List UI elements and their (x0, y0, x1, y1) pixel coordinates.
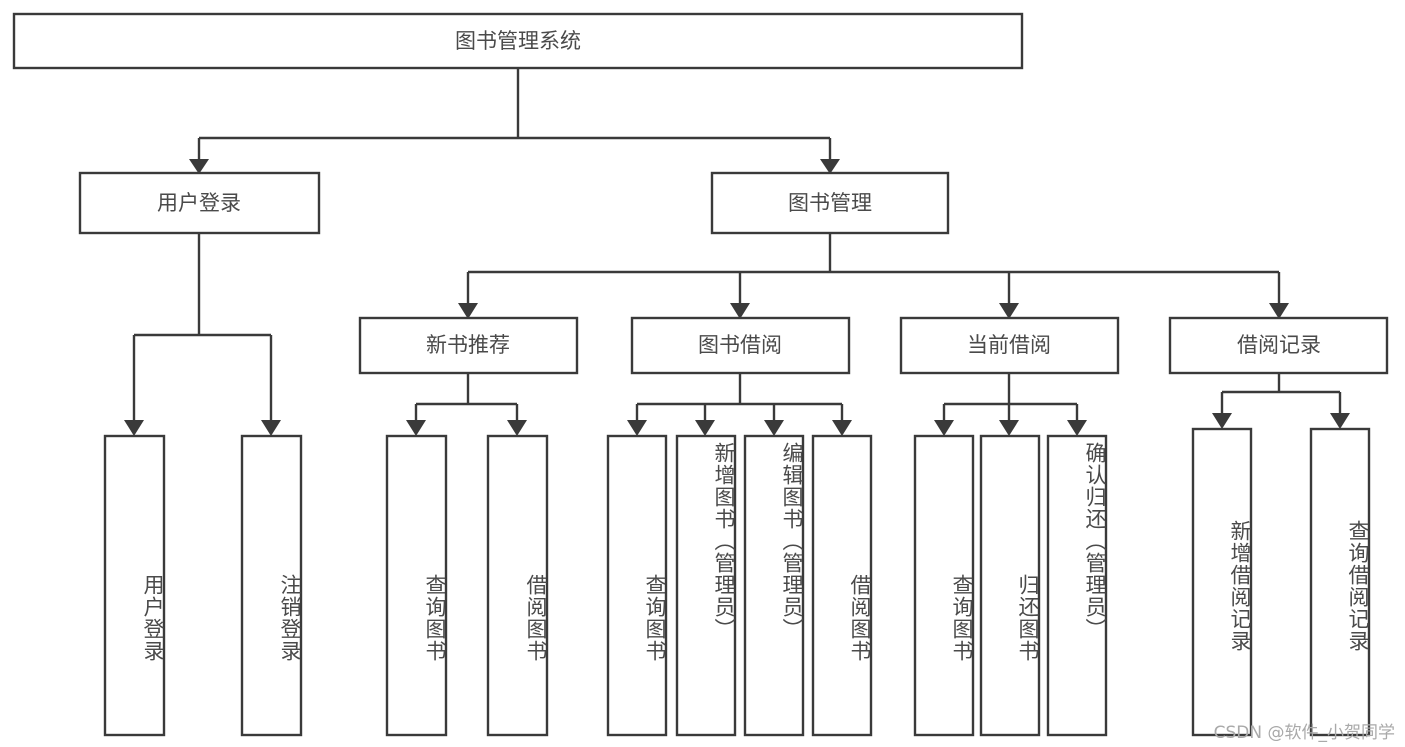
arrow-icon (934, 420, 954, 436)
node-book-borrow-label: 图书借阅 (698, 333, 782, 357)
arrow-icon (832, 420, 852, 436)
arrow-icon (1269, 303, 1289, 319)
connector-bookborrow-to-leaves (627, 373, 852, 436)
arrow-icon (458, 303, 478, 319)
node-root[interactable] (12, 12, 1024, 70)
arrow-icon (999, 303, 1019, 319)
connector-userlogin-to-leaves (124, 232, 281, 436)
arrow-icon (695, 420, 715, 436)
leaf-box-edit-book-admin[interactable] (743, 434, 805, 737)
node-book-management-label: 图书管理 (788, 191, 872, 215)
leaf-box-confirm-return-admin[interactable] (1046, 434, 1108, 737)
leaf-box-query-book-1[interactable] (385, 434, 448, 737)
connector-root-to-level2 (189, 68, 840, 174)
leaf-box-return-book[interactable] (979, 434, 1041, 737)
node-new-book-recommend[interactable] (358, 316, 579, 375)
node-current-borrow-label: 当前借阅 (967, 333, 1051, 357)
arrow-icon (406, 420, 426, 436)
node-current-borrow[interactable] (899, 316, 1120, 375)
connector-currentborrow-to-leaves (934, 373, 1087, 436)
leaf-box-logout[interactable] (240, 434, 303, 737)
arrow-icon (730, 303, 750, 319)
arrow-icon (261, 420, 281, 436)
arrow-icon (764, 420, 784, 436)
leaf-box-add-book-admin[interactable] (675, 434, 737, 737)
arrow-icon (820, 159, 840, 174)
node-borrow-record-label: 借阅记录 (1237, 333, 1321, 357)
leaf-box-borrow-book-2[interactable] (811, 434, 873, 737)
node-user-login-label: 用户登录 (157, 191, 241, 215)
arrow-icon (999, 420, 1019, 436)
connector-borrowrecord-to-leaves (1212, 373, 1350, 429)
node-new-book-recommend-label: 新书推荐 (426, 333, 510, 357)
leaf-box-query-book-2[interactable] (606, 434, 668, 737)
node-book-management[interactable] (710, 171, 950, 235)
node-book-borrow[interactable] (630, 316, 851, 375)
leaf-box-add-borrow-record[interactable] (1191, 427, 1253, 737)
leaf-box-user-login[interactable] (103, 434, 166, 737)
arrow-icon (627, 420, 647, 436)
node-borrow-record[interactable] (1168, 316, 1389, 375)
arrow-icon (1212, 413, 1232, 429)
arrow-icon (507, 420, 527, 436)
connector-newbook-to-leaves (406, 373, 527, 436)
connector-bookmgmt-to-level3 (458, 233, 1289, 319)
node-user-login[interactable] (78, 171, 321, 235)
leaf-box-borrow-book-1[interactable] (486, 434, 549, 737)
leaf-box-query-borrow-record[interactable] (1309, 427, 1371, 737)
node-root-label: 图书管理系统 (455, 29, 581, 53)
arrow-icon (189, 159, 209, 174)
leaf-box-query-book-3[interactable] (913, 434, 975, 737)
arrow-icon (124, 420, 144, 436)
csdn-watermark: CSDN @软件_小贺同学 (1213, 723, 1395, 743)
arrow-icon (1330, 413, 1350, 429)
arrow-icon (1067, 420, 1087, 436)
